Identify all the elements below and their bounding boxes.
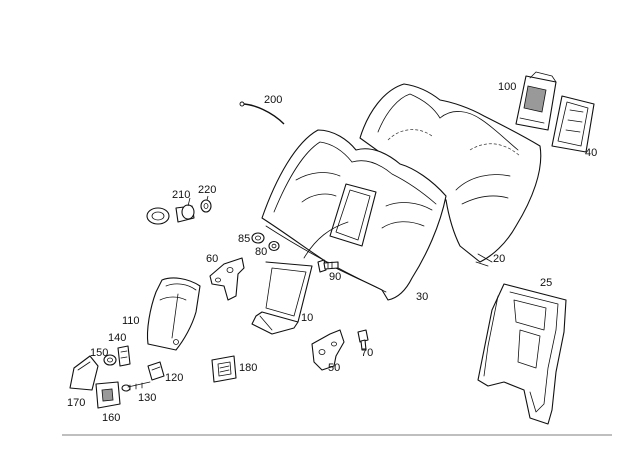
part-210-knob[interactable] (146, 197, 195, 225)
part-40-frame-panel[interactable] (551, 95, 595, 153)
callout-140: 140 (108, 332, 126, 344)
callout-160: 160 (102, 412, 120, 424)
callout-150: 150 (90, 347, 108, 359)
callout-120: 120 (165, 372, 183, 384)
part-180-button-cover[interactable] (211, 355, 237, 383)
callout-130: 130 (138, 392, 156, 404)
part-60-bracket[interactable] (209, 257, 245, 301)
part-160-latch-insert[interactable] (95, 381, 121, 409)
callout-180: 180 (239, 362, 257, 374)
callout-220: 220 (198, 184, 216, 196)
callout-50: 50 (328, 362, 340, 374)
part-70-screw[interactable] (357, 329, 369, 351)
callout-20: 20 (493, 253, 505, 265)
part-50-hinge-bracket[interactable] (311, 329, 345, 371)
part-10-frame-bracket[interactable] (251, 261, 313, 335)
part-80-nut[interactable] (268, 240, 280, 252)
callout-80: 80 (255, 246, 267, 258)
part-120-clip[interactable] (147, 361, 165, 381)
part-100-latch-bracket[interactable] (515, 71, 557, 131)
part-90-bolt[interactable] (317, 259, 339, 273)
callout-110: 110 (122, 315, 140, 327)
callout-85: 85 (238, 233, 250, 245)
part-170-cover-cap[interactable] (69, 355, 99, 391)
part-140-clip[interactable] (117, 345, 131, 367)
callout-60: 60 (206, 253, 218, 265)
callout-40: 40 (585, 147, 597, 159)
part-110-armrest[interactable] (146, 277, 201, 351)
part-30-seat-backrest[interactable] (261, 129, 447, 301)
callout-90: 90 (329, 271, 341, 283)
callout-170: 170 (67, 397, 85, 409)
callout-210: 210 (172, 189, 190, 201)
part-25-trim-panel[interactable] (477, 283, 567, 425)
callout-10: 10 (301, 312, 313, 324)
callout-100: 100 (498, 81, 516, 93)
part-200-wire-rod[interactable] (239, 101, 285, 125)
callout-30: 30 (416, 291, 428, 303)
callout-25: 25 (540, 277, 552, 289)
part-220-washer[interactable] (200, 195, 212, 213)
callout-70: 70 (361, 347, 373, 359)
part-20-rear-backrest[interactable] (359, 83, 542, 267)
part-85-grommet[interactable] (251, 232, 265, 244)
part-130-pin[interactable] (121, 381, 151, 392)
part-150-cap[interactable] (103, 354, 117, 366)
callout-200: 200 (264, 94, 282, 106)
